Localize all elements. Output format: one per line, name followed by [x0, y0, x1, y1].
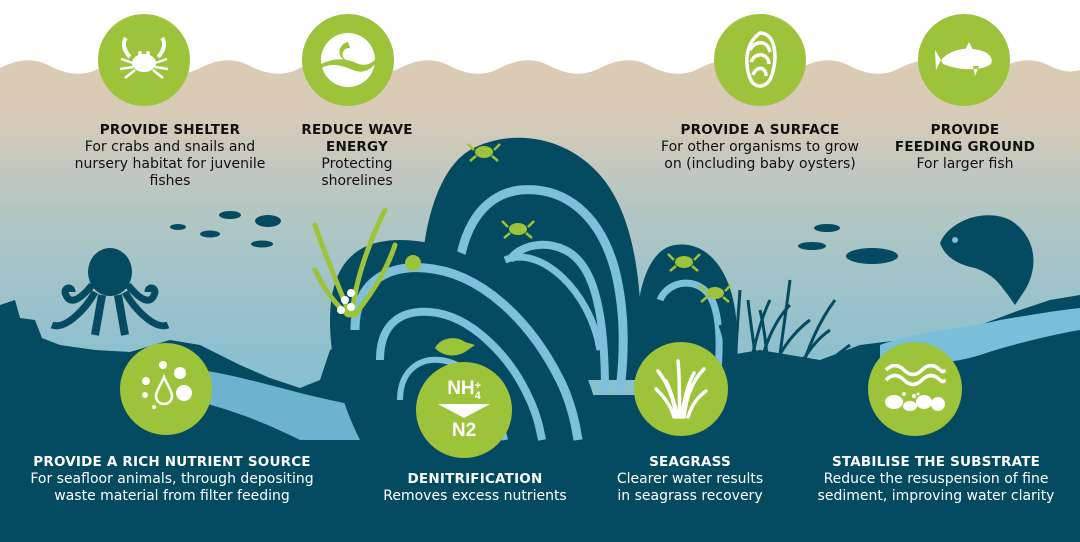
whelk-icon: [435, 338, 475, 356]
crab-icon: [119, 36, 169, 79]
shelter-title: PROVIDE SHELTER: [99, 122, 241, 138]
denitrification-circle: NH+4 N2: [416, 362, 512, 458]
wave-label: REDUCE WAVE ENERGY Protecting shorelines: [301, 122, 413, 189]
crab-small-icons: [475, 146, 724, 299]
surface-circle: [714, 14, 806, 106]
wave-icon: [321, 33, 375, 87]
nh4-text: NH+4: [447, 378, 482, 403]
seagrass-circle: [634, 342, 728, 436]
wave-circle: [302, 14, 394, 106]
n2-text: N2: [451, 420, 477, 441]
seagrass-icon: [654, 359, 708, 419]
surface-label: PROVIDE A SURFACE For other organisms to…: [661, 122, 859, 172]
denitrification-label: DENITRIFICATION Removes excess nutrients: [383, 471, 567, 504]
arrow-down-icon: [438, 404, 490, 418]
feeding-label: PROVIDE FEEDING GROUND For larger fish: [894, 122, 1036, 172]
fish-school-right: [798, 224, 898, 264]
seagrass-label: SEAGRASS Clearer water results in seagra…: [616, 454, 764, 504]
substrate-icon: [884, 364, 946, 411]
shelter-label: PROVIDE SHELTER For crabs and snails and…: [60, 122, 280, 190]
oyster-shell-icon: [745, 31, 777, 88]
large-fish-icon: [940, 215, 1034, 305]
nutrient-label: PROVIDE A RICH NUTRIENT SOURCE For seafl…: [30, 454, 314, 504]
snail-icon: [405, 255, 421, 271]
octopus-icon: [50, 248, 170, 336]
dark-seagrass: [718, 279, 851, 396]
substrate-label: STABILISE THE SUBSTRATE Reduce the resus…: [817, 454, 1055, 504]
feeding-circle: [918, 14, 1010, 106]
nutrient-droplet-icon: [142, 361, 192, 409]
fish-icon: [935, 42, 992, 76]
shelter-circle: [98, 14, 190, 106]
substrate-circle: [868, 342, 962, 436]
nutrient-circle: [120, 343, 212, 435]
fish-school-left: [170, 211, 281, 248]
